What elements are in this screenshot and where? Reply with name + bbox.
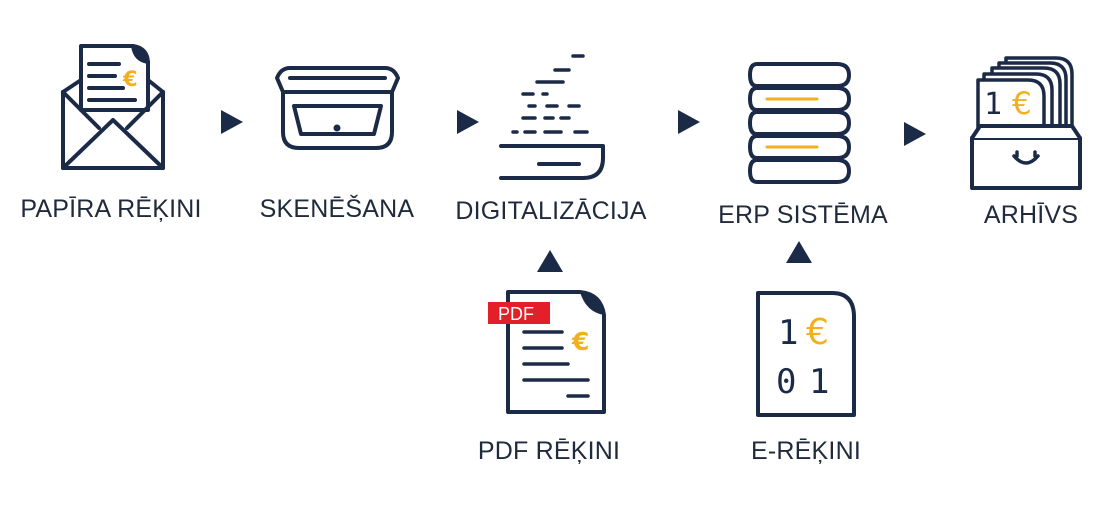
- source-label-pdf-invoices: PDF RĒĶINI: [477, 437, 621, 465]
- e-invoice-currency-symbol: €: [806, 312, 829, 353]
- arrow-right-icon: [221, 110, 243, 134]
- source-label-e-invoices: E-RĒĶINI: [751, 437, 861, 465]
- pdf-currency-symbol: €: [571, 327, 589, 356]
- arrow-right-icon: [457, 110, 479, 134]
- step-label-digitization: DIGITALIZĀCIJA: [455, 197, 647, 225]
- step-label-archive: ARHĪVS: [983, 201, 1079, 229]
- step-label-paper-invoices: PAPĪRA RĒĶINI: [20, 195, 202, 223]
- scanner-icon: [275, 66, 400, 150]
- pdf-invoice-icon: PDF €: [488, 290, 606, 414]
- paper-currency-symbol: €: [122, 67, 138, 91]
- step-label-scanning: SKENĒŠANA: [259, 195, 415, 223]
- step-label-erp-system: ERP SISTĒMA: [718, 201, 888, 229]
- e-invoice-digits-bottom: 0 1: [776, 362, 828, 402]
- archive-box-icon: 1 €: [970, 56, 1082, 190]
- archive-digit: 1: [984, 87, 1002, 122]
- envelope-invoice-icon: €: [61, 44, 165, 170]
- pdf-badge-text: PDF: [498, 304, 534, 324]
- digitization-icon: [499, 54, 605, 180]
- arrow-up-icon: [786, 241, 812, 263]
- arrow-up-icon: [537, 250, 563, 272]
- e-invoice-digit-top: 1: [778, 313, 798, 353]
- e-invoice-icon: 1 € 0 1: [756, 291, 856, 417]
- archive-currency-symbol: €: [1012, 86, 1032, 122]
- arrow-right-icon: [678, 110, 700, 134]
- pdf-badge: [488, 302, 550, 324]
- arrow-right-icon: [904, 122, 926, 146]
- database-stack-icon: [748, 62, 851, 184]
